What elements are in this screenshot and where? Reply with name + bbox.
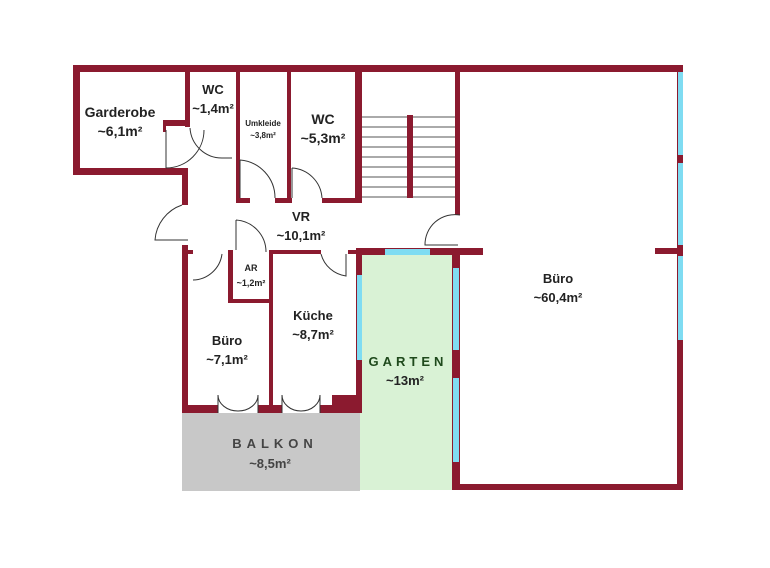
room-area-kueche: ~8,7m² [292, 327, 334, 342]
room-name-ar: AR [245, 263, 258, 273]
room-name-wc-large: WC [311, 111, 334, 127]
room-name-kueche: Küche [293, 308, 333, 323]
doors [154, 127, 461, 413]
windows [357, 72, 683, 462]
room-name-buero-large: Büro [543, 271, 573, 286]
door-balcony-kueche [281, 394, 321, 413]
door-balcony-buero [217, 394, 259, 413]
room-name-garten: GARTEN [369, 354, 448, 369]
door-buero-small [192, 253, 223, 281]
door-wc-large [291, 167, 323, 199]
garden-area [360, 255, 452, 490]
room-area-vr: ~10,1m² [277, 228, 326, 243]
room-name-umkleide: Umkleide [245, 119, 281, 128]
room-name-garderobe: Garderobe [85, 104, 156, 120]
room-name-balkon: BALKON [232, 436, 318, 451]
room-name-vr: VR [292, 209, 311, 224]
balcony-area [182, 413, 360, 491]
room-area-wc-small: ~1,4m² [192, 101, 234, 116]
door-ar [235, 219, 267, 253]
room-area-buero-large: ~60,4m² [534, 290, 583, 305]
room-area-balkon: ~8,5m² [249, 456, 291, 471]
door-wc-small [189, 127, 232, 159]
room-area-garderobe: ~6,1m² [98, 123, 143, 139]
room-area-garten: ~13m² [386, 373, 425, 388]
door-garderobe [165, 129, 205, 169]
room-area-wc-large: ~5,3m² [301, 130, 346, 146]
room-area-buero-small: ~7,1m² [206, 352, 248, 367]
staircase [362, 115, 455, 198]
door-umkleide [239, 159, 276, 199]
room-area-umkleide: ~3,8m² [250, 131, 276, 140]
room-area-ar: ~1,2m² [237, 278, 266, 288]
door-stairs [424, 214, 461, 246]
door-entrance [154, 204, 188, 241]
door-kueche [320, 253, 347, 277]
room-name-buero-small: Büro [212, 333, 242, 348]
room-name-wc-small: WC [202, 82, 224, 97]
